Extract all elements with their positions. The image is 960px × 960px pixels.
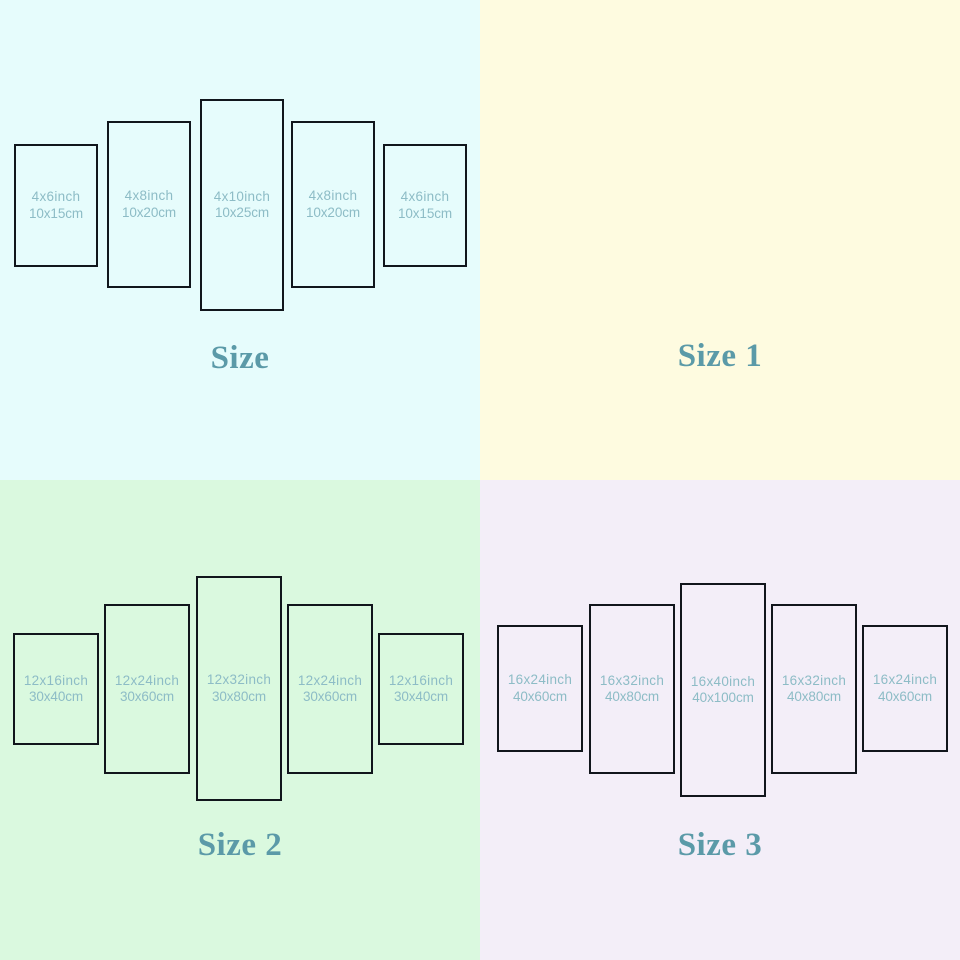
panel-size-inch: 12x24inch: [114, 672, 180, 688]
panel-size-inch: 4x6inch: [400, 189, 450, 205]
panel-size-inch: 12x16inch: [388, 672, 454, 688]
panel-size-label: 4x8inch 10x20cm: [122, 188, 176, 221]
canvas-panel[interactable]: 12x24inch 30x60cm: [104, 604, 190, 774]
panel-size-inch: 4x10inch: [213, 188, 271, 204]
panel-size-cm: 30x40cm: [393, 689, 449, 704]
panel-size-inch: 12x32inch: [206, 672, 272, 688]
panel-size-cm: 40x60cm: [512, 688, 568, 704]
quadrant-title-size-2: Size 2: [197, 827, 283, 863]
panel-size-label: 12x24inch 30x60cm: [298, 673, 362, 706]
panel-size-label: 16x24inch 40x60cm: [873, 672, 937, 705]
panel-size-inch: 16x40inch: [690, 673, 756, 689]
quadrant-size[interactable]: 4x6inch 10x15cm 4x8inch 10x20cm 4x10inch…: [0, 0, 480, 480]
panel-size-cm: 10x25cm: [214, 205, 270, 220]
canvas-panel[interactable]: 16x40inch 40x100cm: [680, 583, 766, 797]
canvas-panel[interactable]: 4x8inch 10x20cm: [107, 121, 191, 288]
quadrant-size-1[interactable]: 8x14inch 20x35cm 8x18inch 20x45cm 8x22in…: [480, 0, 960, 480]
panel-group-size-2: 12x16inch 30x40cm 12x24inch 30x60cm 12x3…: [0, 480, 480, 880]
canvas-panel[interactable]: 4x6inch 10x15cm: [14, 144, 98, 267]
quadrant-title-size-1: Size 1: [677, 338, 763, 374]
panel-size-label: 4x6inch 10x15cm: [398, 189, 452, 222]
panel-size-inch: 4x8inch: [124, 188, 174, 204]
panel-size-cm: 10x15cm: [397, 205, 453, 221]
panel-size-cm: 10x15cm: [28, 205, 84, 221]
panel-size-label: 16x40inch 40x100cm: [691, 674, 755, 707]
panel-size-cm: 10x20cm: [305, 204, 361, 220]
quadrant-size-3[interactable]: 16x24inch 40x60cm 16x32inch 40x80cm 16x4…: [480, 480, 960, 960]
panel-size-cm: 40x100cm: [692, 690, 754, 705]
panel-size-inch: 16x24inch: [872, 672, 938, 688]
panel-size-label: 16x24inch 40x60cm: [508, 672, 572, 705]
panel-size-label: 16x32inch 40x80cm: [600, 673, 664, 706]
panel-size-cm: 10x20cm: [121, 204, 177, 220]
panel-size-cm: 40x80cm: [786, 689, 842, 704]
panel-size-label: 16x32inch 40x80cm: [782, 673, 846, 706]
panel-size-label: 4x8inch 10x20cm: [306, 188, 360, 221]
canvas-panel[interactable]: 12x16inch 30x40cm: [378, 633, 464, 745]
canvas-panel[interactable]: 12x24inch 30x60cm: [287, 604, 373, 774]
panel-size-cm: 30x80cm: [211, 688, 267, 704]
canvas-panel[interactable]: 16x32inch 40x80cm: [589, 604, 675, 774]
panel-size-cm: 30x40cm: [28, 689, 84, 704]
canvas-panel[interactable]: 12x32inch 30x80cm: [196, 576, 282, 801]
panel-size-label: 4x6inch 10x15cm: [29, 189, 83, 222]
panel-size-cm: 40x60cm: [877, 688, 933, 704]
canvas-panel[interactable]: 16x24inch 40x60cm: [497, 625, 583, 752]
panel-group-size-3: 16x24inch 40x60cm 16x32inch 40x80cm 16x4…: [480, 480, 960, 880]
panel-size-label: 4x10inch 10x25cm: [214, 189, 270, 222]
panel-size-inch: 4x6inch: [31, 189, 81, 205]
panel-size-label: 12x32inch 30x80cm: [207, 672, 271, 705]
panel-size-cm: 40x80cm: [604, 689, 660, 704]
panel-size-inch: 16x32inch: [781, 672, 847, 688]
canvas-panel[interactable]: 4x10inch 10x25cm: [200, 99, 284, 311]
canvas-panel[interactable]: 4x8inch 10x20cm: [291, 121, 375, 288]
canvas-panel[interactable]: 16x24inch 40x60cm: [862, 625, 948, 752]
panel-size-label: 12x16inch 30x40cm: [24, 673, 88, 706]
quadrant-title-size: Size: [210, 340, 270, 376]
panel-size-cm: 30x60cm: [302, 689, 358, 704]
panel-size-inch: 16x24inch: [507, 672, 573, 688]
panel-size-inch: 12x16inch: [23, 672, 89, 688]
quadrant-title-size-3: Size 3: [677, 827, 763, 863]
panel-group-size: 4x6inch 10x15cm 4x8inch 10x20cm 4x10inch…: [0, 0, 480, 400]
canvas-panel[interactable]: 4x6inch 10x15cm: [383, 144, 467, 267]
panel-size-inch: 16x32inch: [599, 672, 665, 688]
canvas-panel[interactable]: 12x16inch 30x40cm: [13, 633, 99, 745]
panel-size-inch: 12x24inch: [297, 672, 363, 688]
canvas-panel[interactable]: 16x32inch 40x80cm: [771, 604, 857, 774]
panel-size-cm: 30x60cm: [119, 689, 175, 704]
panel-size-inch: 4x8inch: [308, 188, 358, 204]
panel-size-label: 12x24inch 30x60cm: [115, 673, 179, 706]
panel-size-label: 12x16inch 30x40cm: [389, 673, 453, 706]
quadrant-size-2[interactable]: 12x16inch 30x40cm 12x24inch 30x60cm 12x3…: [0, 480, 480, 960]
